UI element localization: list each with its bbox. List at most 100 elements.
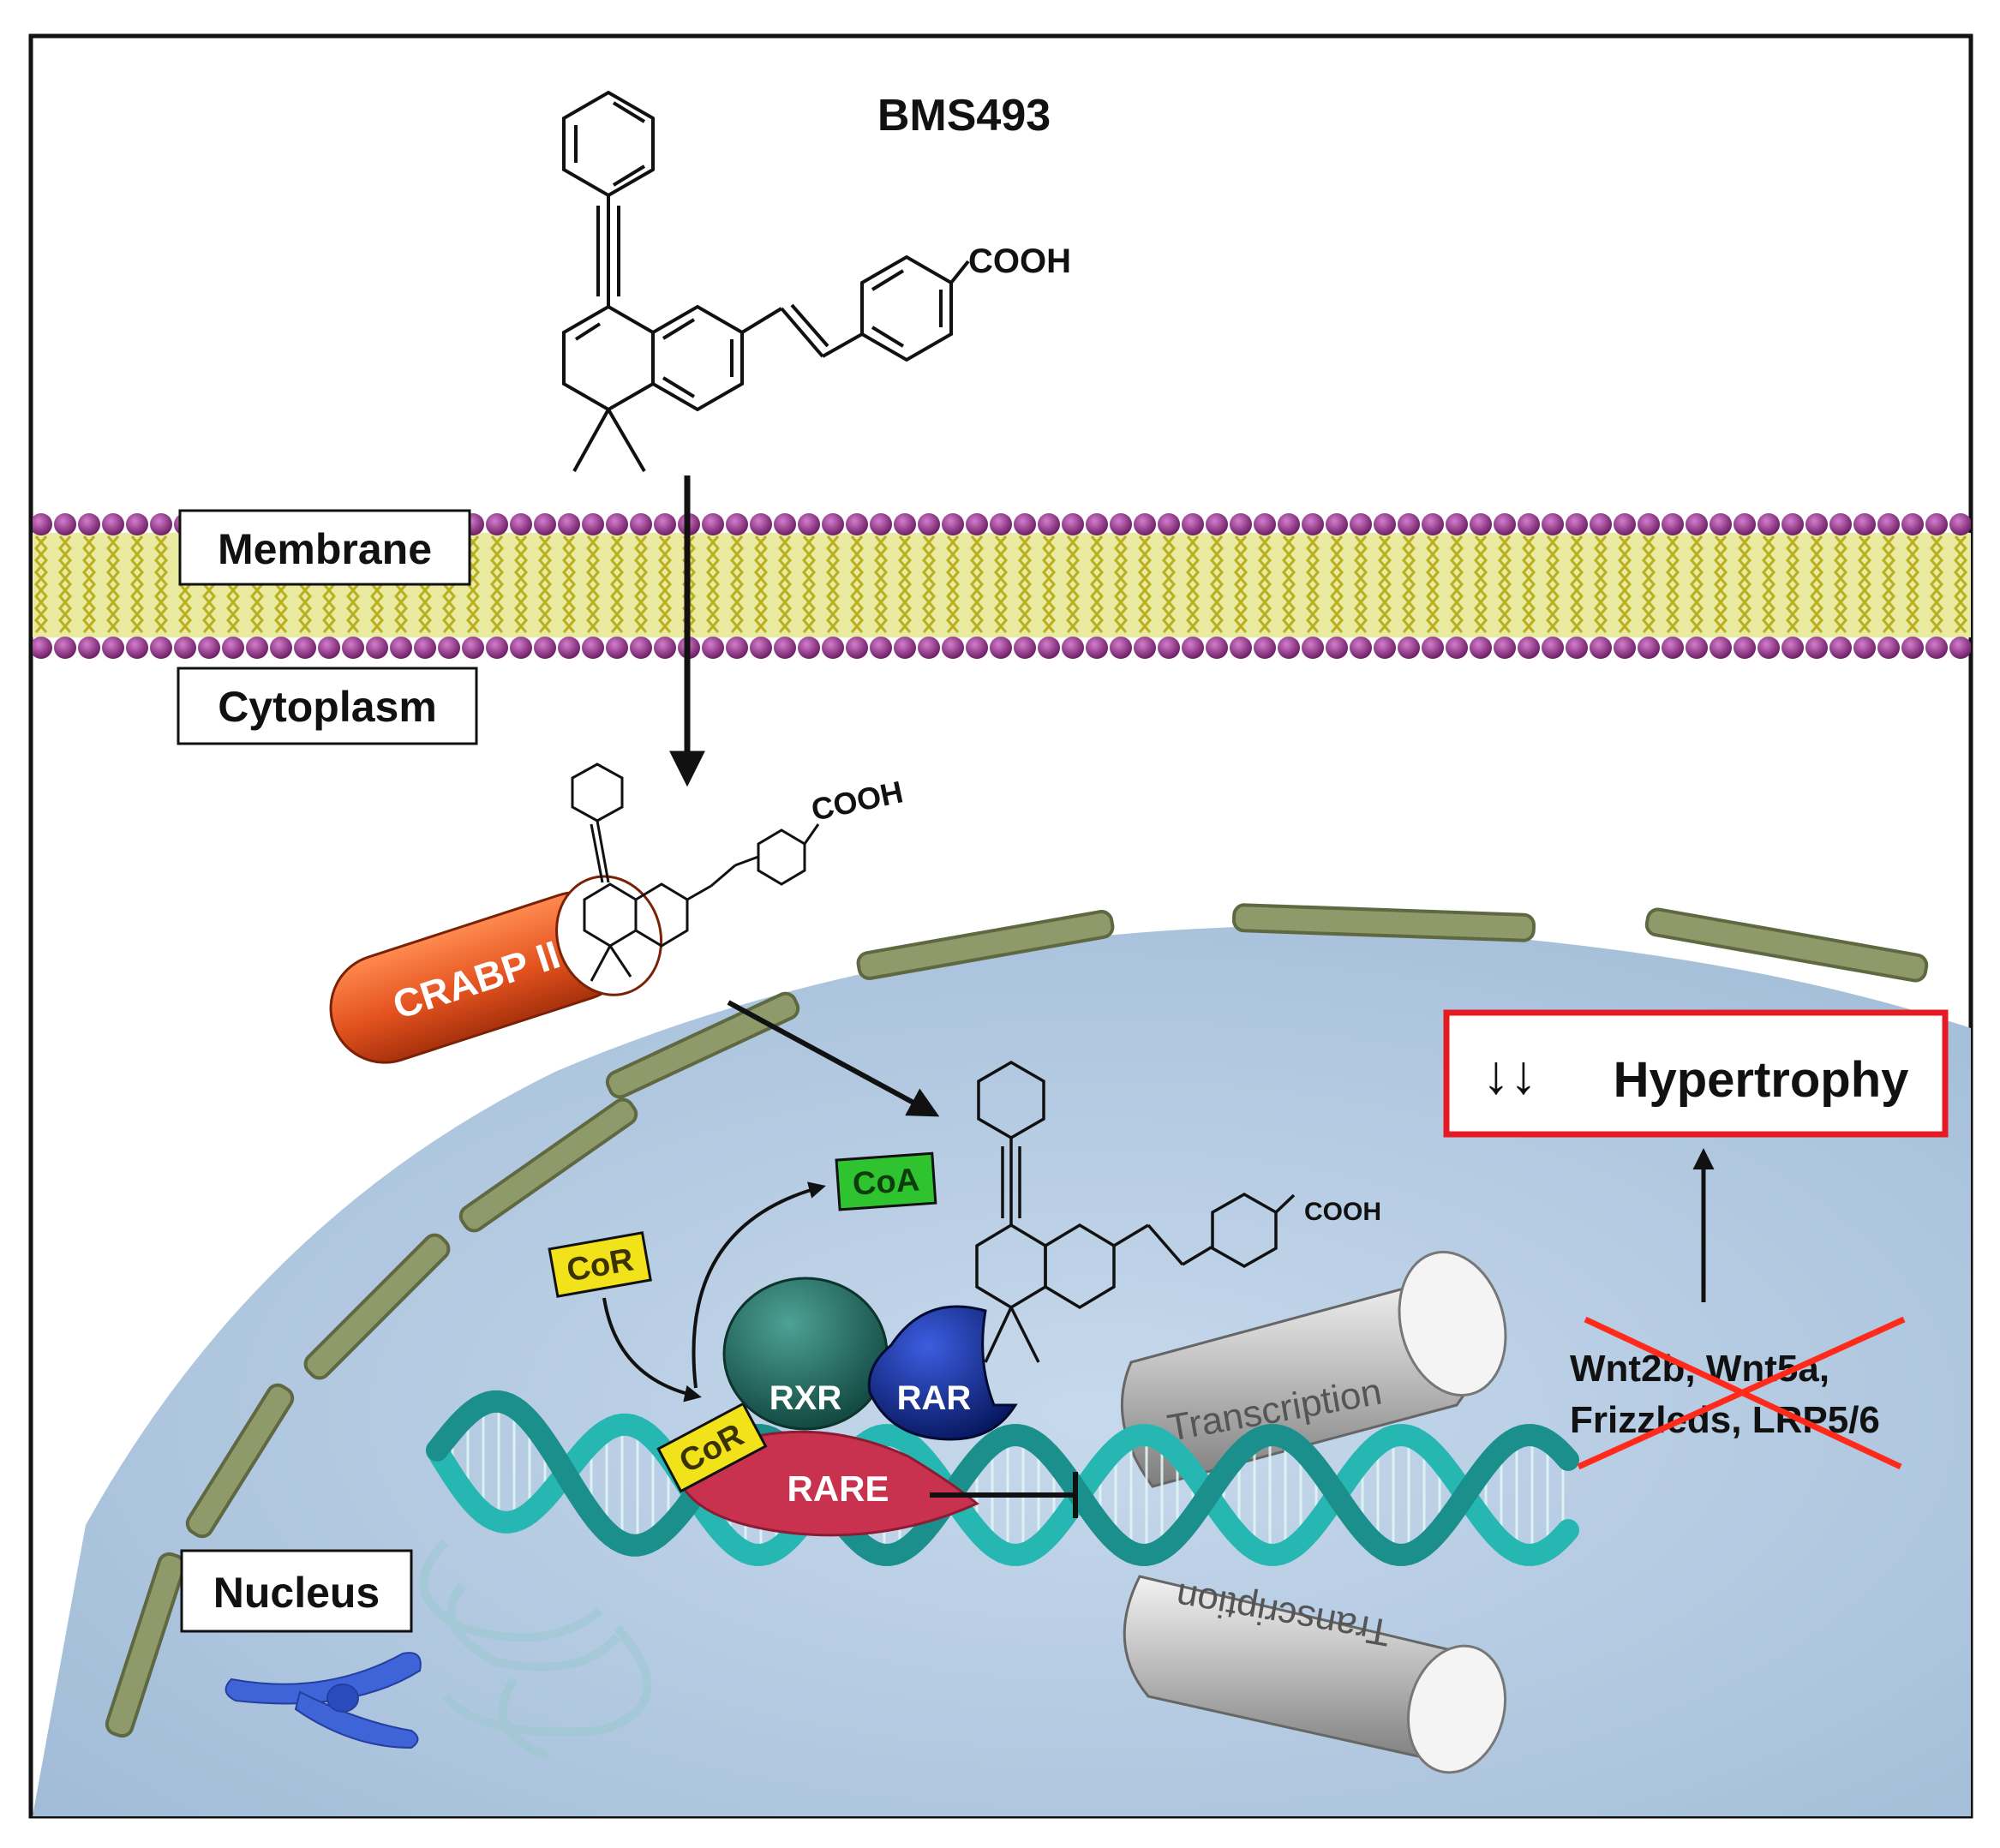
lipid-head xyxy=(582,513,604,535)
lipid-head xyxy=(366,637,388,659)
lipid-head xyxy=(1614,637,1636,659)
lipid-head xyxy=(486,513,508,535)
lipid-tail xyxy=(658,535,672,633)
lipid-head xyxy=(990,637,1012,659)
lipid-head xyxy=(1038,637,1060,659)
lipid-head xyxy=(1734,637,1756,659)
lipid-head xyxy=(1566,637,1588,659)
lipid-head xyxy=(1374,513,1396,535)
rar-receptor: RAR xyxy=(867,1305,1018,1441)
lipid-head xyxy=(1014,513,1036,535)
lipid-head xyxy=(1662,513,1684,535)
lipid-head xyxy=(1350,637,1372,659)
lipid-head xyxy=(1925,637,1948,659)
lipid-head xyxy=(54,513,76,535)
bms493-structure-nucleus xyxy=(975,1060,1296,1363)
lipid-tail xyxy=(1930,535,1943,633)
lipid-tail xyxy=(778,535,792,633)
crabp-ii-protein: CRABP II xyxy=(329,875,663,1064)
genes-line-1: Wnt2b, Wnt5a, xyxy=(1570,1348,1829,1390)
lipid-head xyxy=(1182,513,1204,535)
lipid-head xyxy=(870,513,892,535)
lipid-head xyxy=(1518,637,1540,659)
lipid-tail xyxy=(1522,535,1536,633)
cor-box: CoR xyxy=(548,1231,652,1298)
lipid-head xyxy=(78,637,100,659)
dna-helix: RARE xyxy=(426,1390,1579,1566)
lipid-head xyxy=(270,637,292,659)
lipid-head xyxy=(822,513,844,535)
compound-name: BMS493 xyxy=(877,91,1051,141)
lipid-head xyxy=(1829,513,1852,535)
lipid-tail xyxy=(1954,535,1967,633)
lipid-head xyxy=(534,637,556,659)
lipid-head xyxy=(1278,513,1300,535)
lipid-head xyxy=(654,513,676,535)
nucleus-body xyxy=(33,925,1971,1816)
lipid-tail xyxy=(1834,535,1847,633)
lipid-head xyxy=(126,513,148,535)
lipid-head xyxy=(1494,637,1516,659)
lipid-head xyxy=(1422,637,1444,659)
lipid-tail xyxy=(1906,535,1919,633)
lipid-head xyxy=(1134,637,1156,659)
lipid-tail xyxy=(1210,535,1224,633)
lipid-tail xyxy=(1162,535,1176,633)
coa-release-arrow xyxy=(692,1181,826,1389)
lipid-head xyxy=(1805,637,1828,659)
lipid-head xyxy=(1470,513,1492,535)
cor-binding-arrow xyxy=(602,1297,702,1402)
lipid-head xyxy=(1302,637,1324,659)
lipid-head xyxy=(1398,637,1420,659)
lipid-head xyxy=(222,637,244,659)
lipid-head xyxy=(1949,513,1971,535)
lipid-head xyxy=(1494,513,1516,535)
lipid-tail xyxy=(1258,535,1272,633)
lipid-head xyxy=(1350,513,1372,535)
lipid-head xyxy=(534,513,556,535)
lipid-tail xyxy=(1378,535,1392,633)
coa-box: CoA xyxy=(835,1151,937,1211)
lipid-tail xyxy=(562,535,576,633)
lipid-tail xyxy=(490,535,504,633)
lipid-head xyxy=(1518,513,1540,535)
lipid-head xyxy=(702,513,724,535)
lipid-head xyxy=(1134,513,1156,535)
lipid-tail xyxy=(1666,535,1680,633)
lipid-tail xyxy=(1090,535,1104,633)
nuclear-envelope xyxy=(105,903,1929,1738)
lipid-tail xyxy=(1330,535,1344,633)
lipid-head xyxy=(1470,637,1492,659)
lipid-head xyxy=(798,513,820,535)
lipid-head xyxy=(1038,513,1060,535)
lipid-tail xyxy=(1354,535,1368,633)
lipid-head xyxy=(246,637,268,659)
lipid-tail xyxy=(946,535,960,633)
lipid-head xyxy=(966,637,988,659)
lipid-tail xyxy=(1474,535,1488,633)
lipid-tail xyxy=(850,535,864,633)
lipid-tail xyxy=(1786,535,1799,633)
lipid-head xyxy=(1614,513,1636,535)
lipid-head xyxy=(1925,513,1948,535)
lipid-tail xyxy=(1426,535,1440,633)
lipid-tail xyxy=(1642,535,1656,633)
lipid-head xyxy=(318,637,340,659)
bms493-structure-crabp xyxy=(571,763,820,982)
lipid-head xyxy=(1254,513,1276,535)
lipid-tail xyxy=(634,535,648,633)
lipid-tail xyxy=(154,535,168,633)
hypertrophy-label: Hypertrophy xyxy=(1614,1052,1909,1108)
lipid-head xyxy=(798,637,820,659)
lipid-head xyxy=(438,637,460,659)
lipid-tail xyxy=(1546,535,1560,633)
lipid-tail xyxy=(1810,535,1823,633)
lipid-head xyxy=(1422,513,1444,535)
lipid-tail xyxy=(1594,535,1608,633)
lipid-tail xyxy=(610,535,624,633)
lipid-head xyxy=(390,637,412,659)
lipid-head xyxy=(1638,513,1660,535)
lipid-bilayer xyxy=(33,513,1971,659)
lipid-head xyxy=(726,513,748,535)
lipid-head xyxy=(1949,637,1971,659)
